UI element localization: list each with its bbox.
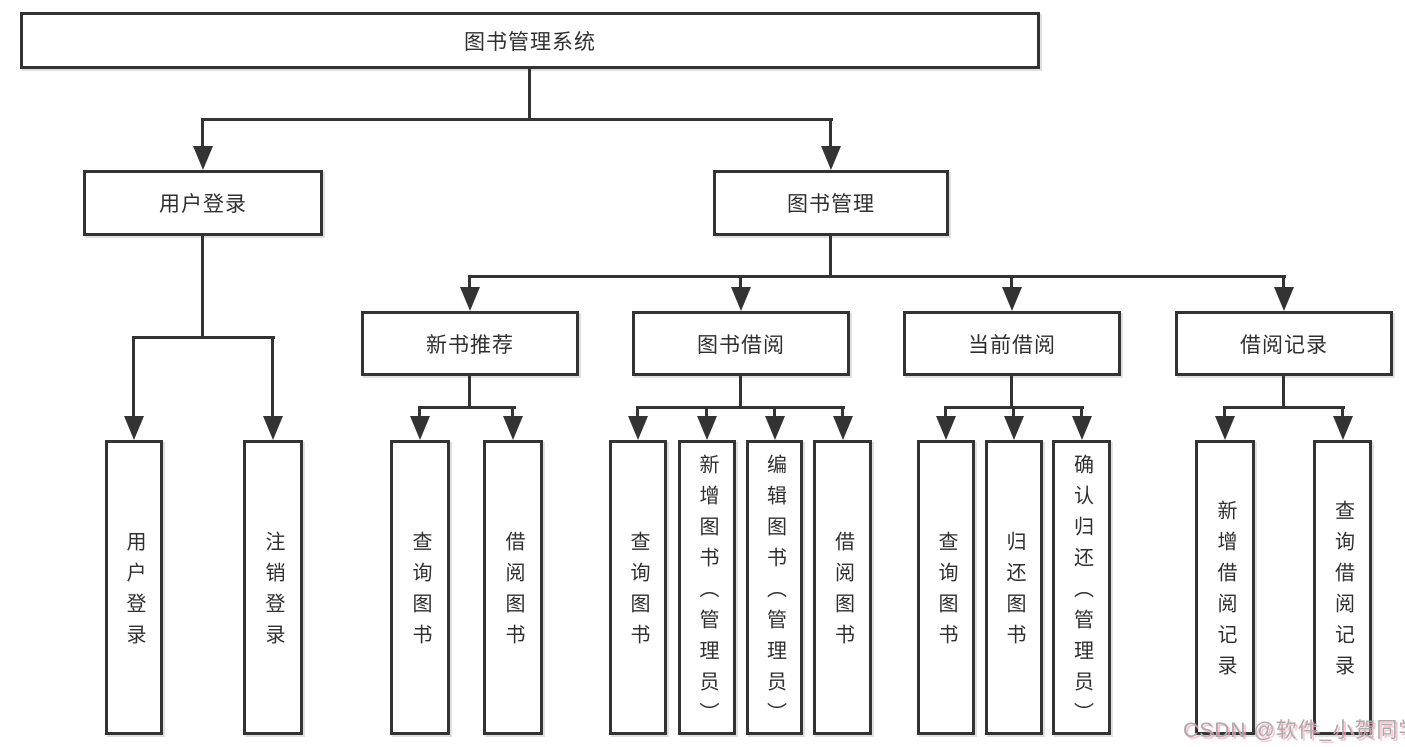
node-label: 归还图书 (1003, 531, 1025, 655)
arrow-down-icon (1274, 287, 1294, 311)
connector-line (418, 406, 421, 420)
connector-line (468, 376, 471, 409)
node-label: 用户登录 (123, 531, 145, 655)
node-label: 借阅图书 (502, 531, 524, 655)
node-label: 借阅记录 (1240, 333, 1328, 357)
node-label: 查询图书 (935, 531, 957, 655)
leaf-edit-book-admin: 编辑图书（管理员） (746, 440, 803, 735)
connector-line (134, 336, 275, 339)
connector-line (201, 236, 204, 339)
node-label: 查询借阅记录 (1331, 500, 1354, 686)
leaf-logout: 注销登录 (243, 440, 303, 735)
connector-line (202, 118, 833, 121)
arrow-down-icon (460, 287, 480, 311)
leaf-query-borrow-record: 查询借阅记录 (1313, 440, 1372, 735)
arrow-down-icon (1004, 416, 1024, 440)
connector-line (739, 275, 742, 291)
node-label: 借阅图书 (831, 531, 854, 655)
connector-line (829, 236, 832, 278)
arrow-down-icon (697, 416, 717, 440)
arrow-down-icon (1002, 287, 1022, 311)
leaf-user-login: 用户登录 (105, 440, 163, 735)
connector-line (1010, 376, 1013, 409)
node-label: 编辑图书（管理员） (763, 453, 786, 733)
connector-line (637, 406, 845, 409)
node-label: 注销登录 (262, 531, 284, 655)
node-label: 查询图书 (627, 531, 649, 655)
leaf-query-books-2: 查询图书 (609, 440, 667, 735)
leaf-borrow-books-2: 借阅图书 (813, 440, 872, 735)
connector-line (271, 336, 274, 418)
arrow-down-icon (833, 416, 853, 440)
node-book-borrow: 图书借阅 (632, 311, 850, 376)
connector-line (773, 406, 776, 420)
connector-line (944, 406, 947, 420)
node-label: 当前借阅 (968, 333, 1056, 357)
arrow-down-icon (193, 146, 213, 170)
connector-line (201, 118, 204, 148)
node-label: 用户登录 (159, 193, 247, 216)
connector-line (1080, 406, 1083, 420)
leaf-add-borrow-record: 新增借阅记录 (1195, 440, 1255, 735)
connector-line (636, 406, 639, 420)
node-label: 图书借阅 (697, 333, 785, 357)
node-label: 新书推荐 (426, 333, 514, 357)
connector-line (511, 406, 514, 420)
connector-line (1282, 376, 1285, 409)
connector-line (1223, 406, 1226, 420)
watermark: CSDN @软件_小贺同学 (1183, 719, 1405, 742)
arrow-down-icon (503, 416, 523, 440)
node-label: 新增图书（管理员） (696, 453, 718, 733)
arrow-down-icon (628, 416, 648, 440)
leaf-query-books-3: 查询图书 (917, 440, 975, 735)
arrow-down-icon (765, 416, 785, 440)
node-label: 图书管理 (787, 193, 875, 216)
connector-line (1012, 406, 1015, 420)
arrow-down-icon (1072, 416, 1092, 440)
arrow-down-icon (936, 416, 956, 440)
leaf-add-book-admin: 新增图书（管理员） (678, 440, 736, 735)
node-label: 新增借阅记录 (1214, 500, 1236, 686)
node-label: 查询图书 (409, 531, 431, 655)
connector-line (841, 406, 844, 420)
connector-line (419, 406, 516, 409)
leaf-return-book: 归还图书 (985, 440, 1043, 735)
connector-line (1224, 406, 1345, 409)
node-borrow-records: 借阅记录 (1175, 311, 1393, 376)
node-label: 确认归还（管理员） (1070, 453, 1093, 733)
connector-line (469, 275, 1286, 278)
arrow-down-icon (821, 146, 841, 170)
connector-line (829, 118, 832, 148)
arrow-down-icon (1333, 416, 1353, 440)
leaf-borrow-books-1: 借阅图书 (483, 440, 543, 735)
arrow-down-icon (731, 287, 751, 311)
connector-line (468, 275, 471, 291)
arrow-down-icon (263, 416, 283, 440)
connector-line (132, 336, 135, 418)
arrow-down-icon (410, 416, 430, 440)
connector-line (705, 406, 708, 420)
node-root: 图书管理系统 (20, 12, 1040, 69)
node-label: 图书管理系统 (464, 30, 596, 54)
connector-line (739, 376, 742, 409)
node-book-management: 图书管理 (713, 170, 949, 236)
node-new-book-recommend: 新书推荐 (361, 311, 579, 376)
leaf-query-books-1: 查询图书 (390, 440, 450, 735)
node-current-borrow: 当前借阅 (903, 311, 1121, 376)
connector-line (528, 69, 531, 121)
connector-line (1341, 406, 1344, 420)
leaf-confirm-return-admin: 确认归还（管理员） (1052, 440, 1111, 735)
arrow-down-icon (1215, 416, 1235, 440)
node-user-login: 用户登录 (83, 170, 323, 236)
connector-line (1282, 275, 1285, 291)
arrow-down-icon (124, 416, 144, 440)
connector-line (1010, 275, 1013, 291)
